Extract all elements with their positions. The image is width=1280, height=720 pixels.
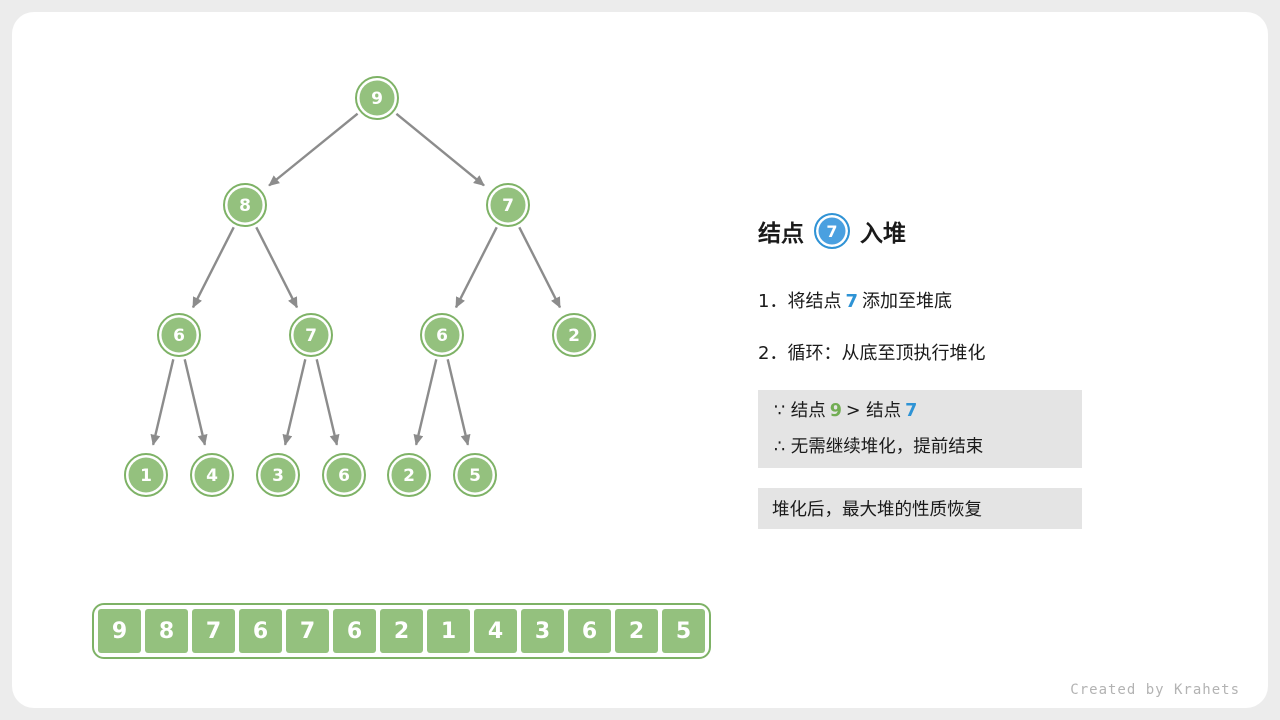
tree-node-value: 8 [239,196,251,216]
step1-text-pre: 1．将结点 [758,291,842,312]
tree-edge-arrow [268,112,359,187]
tree-edge-arrow [518,226,562,309]
note2-text: 堆化后，最大堆的性质恢复 [772,500,982,520]
note-line-2: ∴ 无需继续堆化，提前结束 [774,429,1066,465]
array-cell: 5 [662,609,705,653]
tree-node: 6 [420,313,464,357]
badge-value: 7 [826,221,838,241]
step1-text-post: 添加至堆底 [861,291,952,312]
tree-edge-arrow [315,359,340,446]
note1-text-a: ∵ 结点 [774,401,826,421]
tree-edge-arrow [446,359,471,446]
tree-edge-arrow [413,359,438,446]
array-cell: 7 [192,609,235,653]
tree-node: 2 [387,453,431,497]
tree-node-value: 5 [469,466,481,486]
tree-node-value: 6 [338,466,350,486]
tree-node: 7 [486,183,530,227]
tree-edge-arrow [183,359,208,446]
tree-edge-arrow [191,226,235,309]
note1-number-9: 9 [829,401,842,421]
tree-node: 7 [289,313,333,357]
tree-node: 3 [256,453,300,497]
step2-text: 2．循环：从底至顶执行堆化 [758,343,986,364]
heap-tree-diagram: 9 8 7 6 7 6 2 1 4 3 6 2 5 [124,76,596,497]
step-item-2: 2．循环：从底至顶执行堆化 [758,342,1094,366]
tree-node-value: 6 [173,326,185,346]
array-cell: 9 [98,609,141,653]
array-cell: 6 [568,609,611,653]
array-cell: 6 [239,609,282,653]
tree-node: 8 [223,183,267,227]
inserted-node-badge: 7 [814,213,850,249]
tree-edge-arrow [150,359,175,446]
tree-node-value: 2 [403,466,415,486]
array-cell: 2 [615,609,658,653]
tree-node: 6 [322,453,366,497]
tree-node: 2 [552,313,596,357]
tree-node-value: 1 [140,466,152,486]
tree-node: 9 [355,76,399,120]
array-cell: 1 [427,609,470,653]
title-text-suffix: 入堆 [860,221,906,247]
tree-edge-arrow [454,226,498,309]
note1-number-7: 7 [905,401,918,421]
tree-node: 6 [157,313,201,357]
tree-node-value: 3 [272,466,284,486]
array-cell: 2 [380,609,423,653]
tree-node: 5 [453,453,497,497]
tree-node-value: 9 [371,89,383,109]
figure-card [12,12,1268,708]
note1-text-conclusion: ∴ 无需继续堆化，提前结束 [774,437,984,457]
tree-edge-arrow [282,359,307,446]
tree-edge-arrow [255,226,299,309]
array-cell: 4 [474,609,517,653]
tree-node: 4 [190,453,234,497]
tree-node-value: 7 [502,196,514,216]
array-cell: 8 [145,609,188,653]
step1-node-number: 7 [845,291,858,312]
array-cell: 7 [286,609,329,653]
tree-node-value: 6 [436,326,448,346]
title-text-prefix: 结点 [758,221,804,247]
tree-node-value: 7 [305,326,317,346]
array-cell: 6 [333,609,376,653]
watermark-credit: Created by Krahets [1070,682,1240,698]
array-cell: 3 [521,609,564,653]
tree-node-value: 4 [206,466,218,486]
panel-title: 结点 7 入堆 [758,212,1094,250]
property-note-box: 堆化后，最大堆的性质恢复 [758,488,1082,529]
tree-node: 1 [124,453,168,497]
tree-node-value: 2 [568,326,580,346]
note1-text-b: > 结点 [845,401,902,421]
tree-edge-arrow [395,112,485,187]
